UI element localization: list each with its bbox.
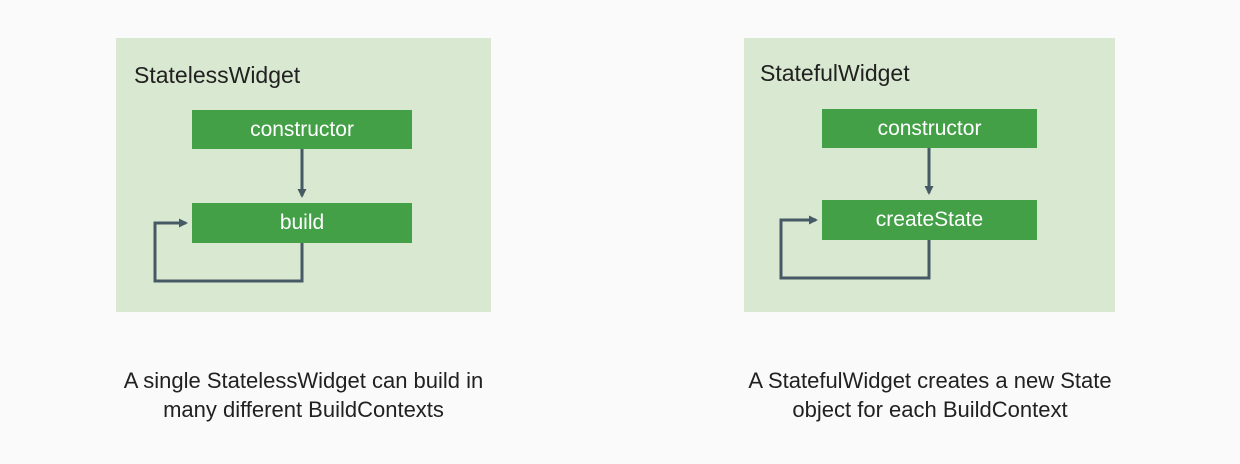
stateful-widget-caption: A StatefulWidget creates a new State obj… <box>748 368 1112 423</box>
stateless-widget-caption: A single StatelessWidget can build in ma… <box>123 368 484 423</box>
stateful-constructor-node: constructor <box>822 109 1037 148</box>
stateless-widget-panel-title: StatelessWidget <box>134 62 301 88</box>
stateless-constructor-node: constructor <box>192 110 412 149</box>
stateful-widget-panel-title: StatefulWidget <box>760 60 910 86</box>
stateless-build-node: build <box>192 203 412 243</box>
stateful-create-state-node: createState <box>822 200 1037 240</box>
